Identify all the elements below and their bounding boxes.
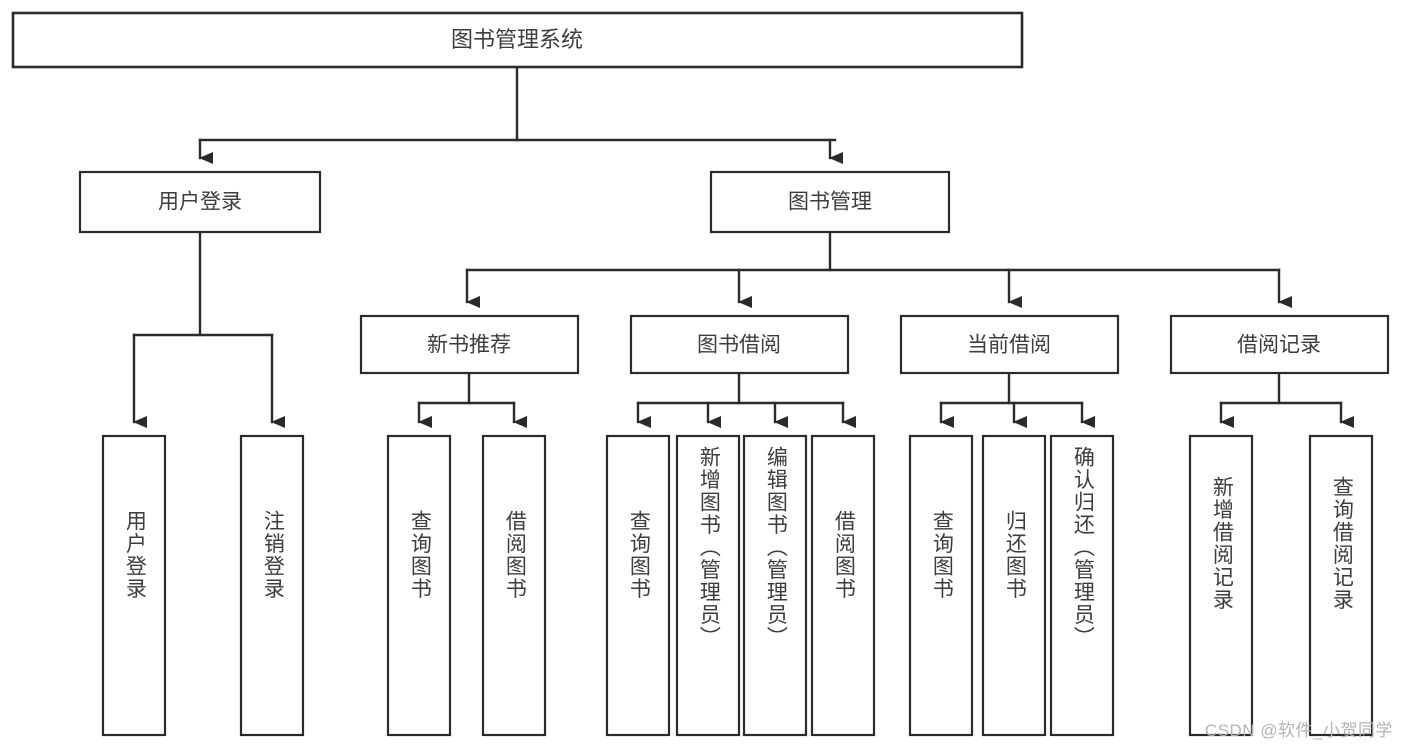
node-new-book-recommend[interactable]: 新书推荐 xyxy=(359,314,580,375)
leaf-box-edit-book-admin[interactable] xyxy=(742,434,808,737)
connector-borrow-to-leaves xyxy=(636,371,856,428)
leaf-box-logout[interactable] xyxy=(239,434,305,737)
leaf-box-query-record[interactable] xyxy=(1308,434,1374,737)
leaf-box-borrow-book-new[interactable] xyxy=(481,434,547,737)
leaf-box-return-book[interactable] xyxy=(981,434,1047,737)
node-root-label: 图书管理系统 xyxy=(451,27,583,52)
node-book-borrow-label: 图书借阅 xyxy=(697,334,781,357)
leaf-box-borrow-book[interactable] xyxy=(810,434,876,737)
connector-records-to-leaves xyxy=(1219,371,1354,428)
connector-bookmgmt-to-level3 xyxy=(465,230,1292,308)
leaf-box-confirm-return-admin[interactable] xyxy=(1049,434,1115,737)
node-borrow-records-label: 借阅记录 xyxy=(1237,334,1321,357)
connector-root-to-level2 xyxy=(198,65,843,164)
connector-currentborrow-to-leaves xyxy=(939,371,1095,428)
node-current-borrow[interactable]: 当前借阅 xyxy=(899,314,1120,375)
leaf-box-query-book-current[interactable] xyxy=(908,434,974,737)
node-user-login[interactable]: 用户登录 xyxy=(78,170,322,234)
connector-newbook-to-leaves xyxy=(417,371,527,428)
connector-userlogin-to-leaves xyxy=(132,230,285,428)
node-current-borrow-label: 当前借阅 xyxy=(967,334,1051,357)
node-root[interactable]: 图书管理系统 xyxy=(11,11,1024,69)
node-book-management-label: 图书管理 xyxy=(788,191,872,214)
leaf-box-user-login[interactable] xyxy=(101,434,167,737)
node-book-borrow[interactable]: 图书借阅 xyxy=(629,314,850,375)
leaf-box-query-book-new[interactable] xyxy=(386,434,452,737)
leaf-box-add-record[interactable] xyxy=(1188,434,1254,737)
leaf-box-query-book-borrow[interactable] xyxy=(605,434,671,737)
leaf-box-add-book-admin[interactable] xyxy=(675,434,741,737)
node-user-login-label: 用户登录 xyxy=(158,191,242,214)
node-borrow-records[interactable]: 借阅记录 xyxy=(1169,314,1390,375)
node-new-book-recommend-label: 新书推荐 xyxy=(427,334,511,357)
node-book-management[interactable]: 图书管理 xyxy=(709,170,951,234)
